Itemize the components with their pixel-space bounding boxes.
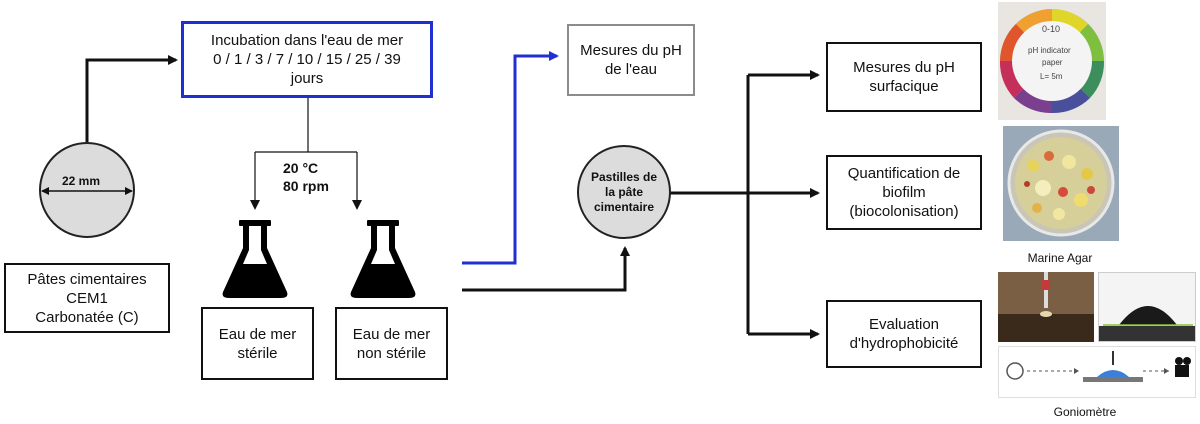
ph-paper-icon [999,9,1105,114]
arrow-sample-to-incubation [85,55,178,142]
droplet-icon [1099,306,1195,341]
pellets-circle: Pastilles de la pâte cimentaire [577,145,671,239]
surface-ph-box: Mesures du pH surfacique [826,42,982,112]
biofilm-label: Quantification de biofilm (biocolonisati… [847,165,961,220]
sample-disc [39,142,135,238]
goniometer-setup-image [998,346,1196,398]
biofilm-box: Quantification de biofilm (biocolonisati… [826,155,982,230]
petri-dish-icon [1007,129,1115,237]
flask-nonsterile-box: Eau de mer non stérile [335,307,448,380]
goniometer-droplet-image [1098,272,1196,342]
temperature-label: 20 °C [283,160,319,176]
pellets-label: Pastilles de la pâte cimentaire [590,169,658,214]
ph-paper-top-text: 0-10 [1042,24,1061,34]
flask-sterile-label: Eau de mer stérile [218,325,297,362]
paste-box: Pâtes cimentaires CEM1 Carbonatée (C) [4,263,170,333]
agitation-label: 80 rpm [283,178,329,194]
ph-paper-line3: L= 5m [1040,72,1063,81]
hydrophobicity-label: Evaluation d'hydrophobicité [849,316,959,352]
ph-paper-line2: paper [1042,58,1063,67]
goniometer-caption: Goniomètre [1053,405,1117,419]
flask-icon-nonsterile [350,220,416,298]
flask-sterile-box: Eau de mer stérile [201,307,314,380]
incubation-box: Incubation dans l'eau de mer 0 / 1 / 3 /… [181,21,433,98]
arrow-to-water-ph [462,51,559,265]
flask-icon-sterile [222,220,288,298]
water-ph-label: Mesures du pH de l'eau [580,42,682,78]
setup-icon [1006,351,1191,382]
flask-nonsterile-label: Eau de mer non stérile [352,325,431,362]
agar-caption: Marine Agar [1027,251,1093,265]
agar-plate-image [1003,126,1119,241]
incubation-text: Incubation dans l'eau de mer 0 / 1 / 3 /… [210,32,404,87]
paste-label: Pâtes cimentaires CEM1 Carbonatée (C) [27,270,147,326]
surface-ph-label: Mesures du pH surfacique [853,59,955,95]
water-ph-box: Mesures du pH de l'eau [567,24,695,96]
diameter-label: 22 mm [62,174,101,188]
hydrophobicity-box: Evaluation d'hydrophobicité [826,300,982,368]
needle-drop-icon [998,272,1094,342]
goniometer-needle-image [998,272,1094,342]
ph-paper-line1: pH indicator [1028,46,1071,55]
ph-paper-image: 0-10 pH indicator paper L= 5m [998,2,1106,120]
arrow-to-pellets [462,246,630,292]
